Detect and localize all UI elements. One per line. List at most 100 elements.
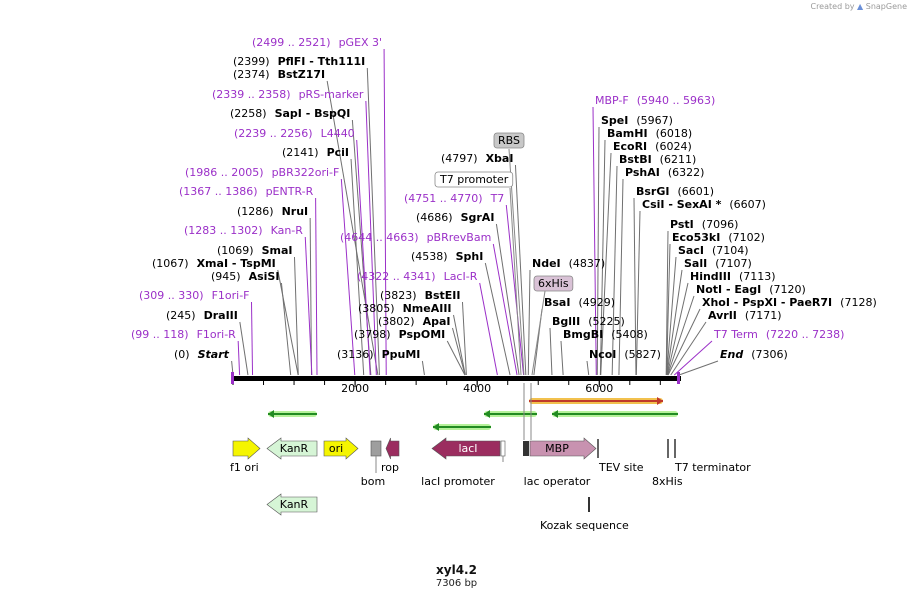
leader-line-csii-sexai — [635, 210, 641, 376]
site-name: SmaI — [262, 244, 293, 257]
site-label-eco53ki: Eco53kI(7102) — [672, 231, 765, 244]
leader-line-xmai-tspmi — [277, 269, 299, 376]
site-name: NmeAIII — [403, 302, 452, 315]
site-name: pENTR-R — [266, 185, 314, 198]
leader-line-pbrrevbam — [492, 243, 518, 376]
site-label-bsteii: (3823)BstEII — [380, 289, 460, 302]
site-name: SacI — [678, 244, 704, 257]
leader-line-avrii — [670, 321, 707, 376]
leader-line-bstz17i — [326, 80, 379, 376]
ruler-bar — [231, 376, 681, 381]
site-label-avrii: AvrII(7171) — [708, 309, 781, 322]
site-name: F1ori-F — [212, 289, 250, 302]
leader-line-asisi — [280, 282, 292, 376]
site-label-nrui: (1286) NruI — [237, 205, 308, 218]
site-name: NruI — [282, 205, 309, 218]
site-name: SapI - BspQI — [275, 107, 351, 120]
site-range: (3805) — [358, 302, 395, 315]
site-range: (4837) — [569, 257, 606, 270]
site-label-xbai: (4797)XbaI — [441, 152, 513, 165]
leader-line-sphi — [484, 262, 511, 376]
site-range: (3136) — [337, 348, 374, 361]
site-label-laci-r: (4322 .. 4341)LacI-R — [357, 270, 478, 283]
site-range: (5940 .. 5963) — [637, 94, 716, 107]
site-leader-lines — [231, 48, 719, 376]
rop-arrow — [385, 437, 400, 460]
site-label-bmgbi: BmgBI(5408) — [563, 328, 648, 341]
site-label-ppumi: (3136) PpuMI — [337, 348, 420, 361]
site-label-end: End(7306) — [720, 348, 788, 361]
site-name: PciI — [327, 146, 349, 159]
site-name: SgrAI — [461, 211, 495, 224]
kanr-arrow-secondary — [266, 493, 318, 516]
site-name: pGEX 3' — [339, 36, 383, 49]
site-label-prs-marker: (2339 .. 2358)pRS-marker — [212, 88, 364, 101]
leader-line-sgrai — [495, 223, 520, 376]
site-range: (7104) — [712, 244, 749, 257]
site-name: PpuMI — [382, 348, 421, 361]
site-range: (245) — [166, 309, 196, 322]
site-range: (1069) — [217, 244, 254, 257]
site-range: (1067) — [152, 257, 189, 270]
site-label-pbrrevbam: (4644 .. 4663)pBRrevBam — [340, 231, 491, 244]
site-label-bstz17i: (2374)BstZ17I — [233, 68, 325, 81]
site-label-sali: SalI(7107) — [684, 257, 752, 270]
feature-box-t7-promoter — [434, 171, 514, 188]
feature-label-t7-terminator: T7 terminator — [674, 461, 751, 474]
leader-line-nrui — [309, 217, 313, 376]
feature-label-kanr-2: KanR — [280, 498, 309, 511]
site-range: (7128) — [840, 296, 877, 309]
orf-arrow-laci-head — [433, 423, 439, 431]
leader-line-f1ori-r — [237, 340, 241, 376]
leader-line-bglii — [549, 327, 553, 376]
site-range: (309 .. 330) — [139, 289, 204, 302]
site-label-pflfi-tth111i: (2399)PflFI - Tth111I — [233, 55, 365, 68]
site-range: (1286) — [237, 205, 274, 218]
site-range: (7306) — [751, 348, 788, 361]
site-range: (4538) — [411, 250, 448, 263]
site-name: XhoI - PspXI - PaeR7I — [702, 296, 832, 309]
site-range: (2399) — [233, 55, 270, 68]
site-name: AsiSI — [249, 270, 280, 283]
leader-line-ndei — [527, 269, 531, 376]
site-labels: (2499 .. 2521) pGEX 3' (2399)PflFI - Tth11… — [131, 36, 877, 361]
site-name: MBP-F — [595, 94, 629, 107]
site-name: ApaI — [423, 315, 451, 328]
site-label-pgex-3: (2499 .. 2521) pGEX 3' — [252, 36, 382, 49]
laci-arrow — [431, 437, 501, 460]
leader-line-pgex-3 — [383, 48, 387, 376]
site-label-sapi-bspqi: (2258) SapI - BspQI — [230, 107, 350, 120]
site-range: (5967) — [636, 114, 673, 127]
site-range: (2258) — [230, 107, 267, 120]
bom-block — [370, 440, 382, 457]
site-name: pRS-marker — [299, 88, 364, 101]
site-range: (7113) — [739, 270, 776, 283]
site-label-bsrgi: BsrGI(6601) — [636, 185, 714, 198]
leader-line-pbr322ori-f — [340, 178, 356, 376]
site-range: (6322) — [668, 166, 705, 179]
site-label-sgrai: (4686)SgrAI — [416, 211, 494, 224]
site-range: (2499 .. 2521) — [252, 36, 331, 49]
site-range: (5827) — [624, 348, 661, 361]
site-name: T7 — [490, 192, 505, 205]
site-name: DraIII — [204, 309, 238, 322]
site-name: BglII — [552, 315, 580, 328]
site-label-csii-sexai: CsiI - SexAI *(6607) — [642, 198, 766, 211]
site-label-draiii: (245) DraIII — [166, 309, 238, 322]
site-range: (4644 .. 4663) — [340, 231, 419, 244]
plasmid-size: 7306 bp — [435, 578, 478, 589]
site-range: (3823) — [380, 289, 417, 302]
site-range: (4929) — [578, 296, 615, 309]
leader-line-sali — [666, 269, 683, 376]
feature-box-rbs — [493, 132, 525, 149]
site-range: (7171) — [745, 309, 782, 322]
site-range: (6018) — [656, 127, 693, 140]
site-label-noti-eagi: NotI - EagI(7120) — [696, 283, 806, 296]
feature-label-laci-promoter: lacI promoter — [421, 475, 495, 488]
site-range: (6211) — [660, 153, 697, 166]
ori-arrow — [323, 437, 359, 460]
site-range: (1367 .. 1386) — [179, 185, 258, 198]
site-name: CsiI - SexAI * — [642, 198, 722, 211]
site-label-pspomi: (3798)PspOMI — [354, 328, 445, 341]
